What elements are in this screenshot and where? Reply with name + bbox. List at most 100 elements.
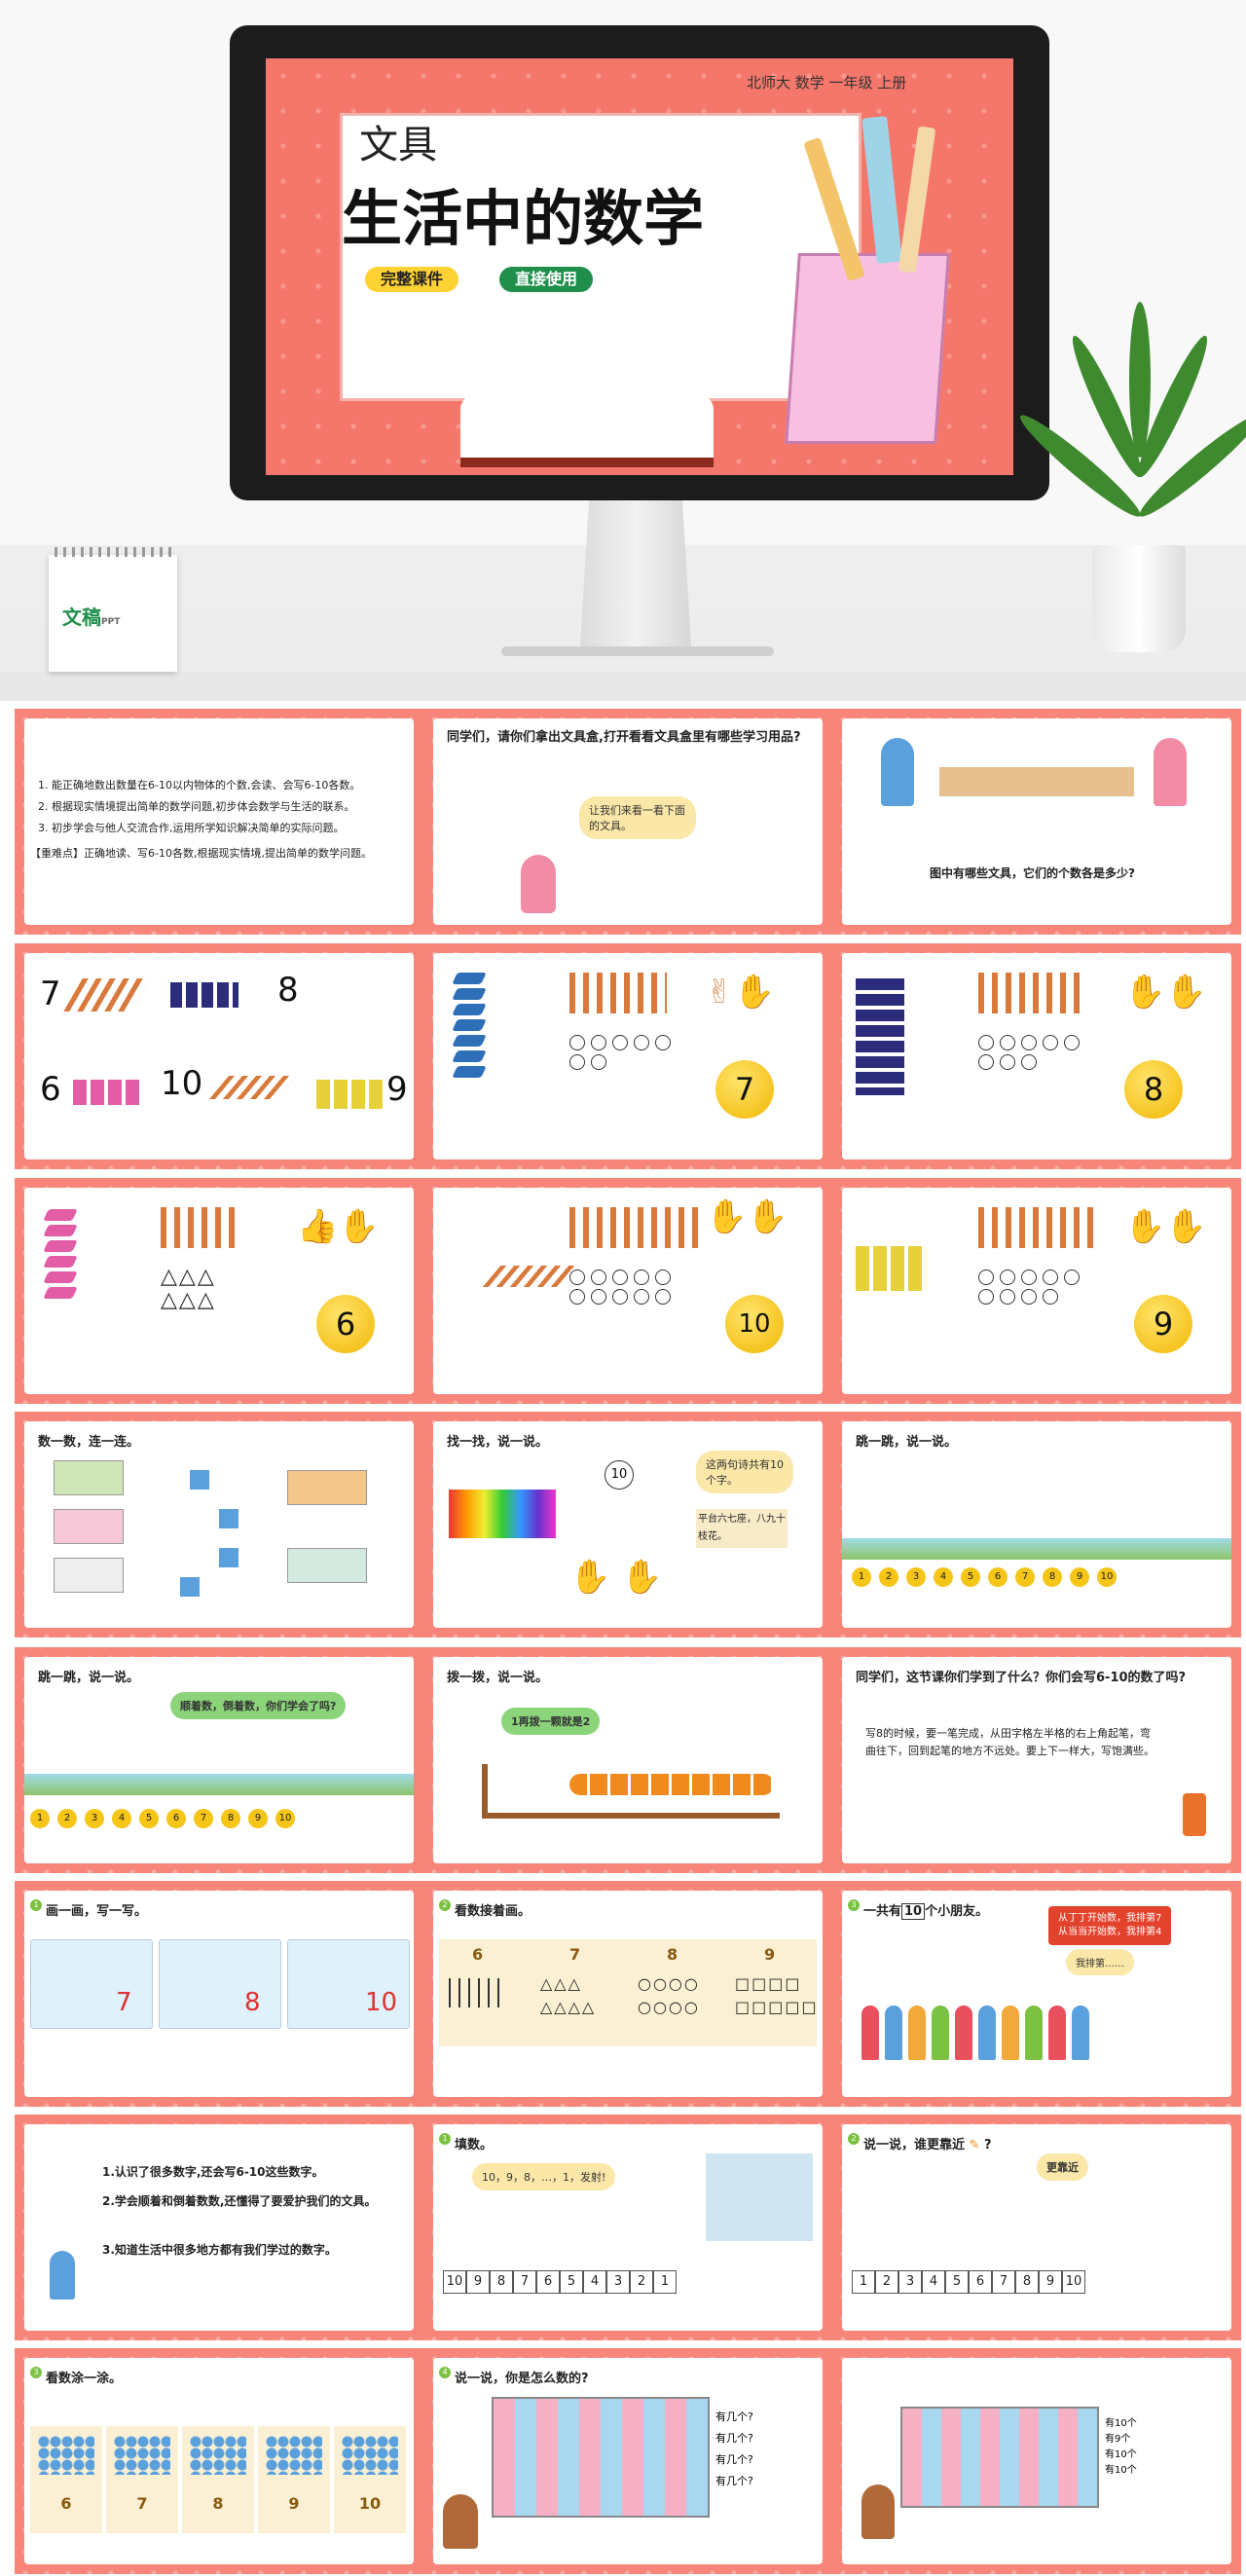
number-coin: 8 bbox=[1124, 1060, 1183, 1119]
number-coin: 6 bbox=[166, 1809, 186, 1828]
slide-scene: 图中有哪些文具，它们的个数各是多少? bbox=[832, 709, 1241, 935]
number-label: 9 bbox=[386, 1070, 408, 1109]
number-coin: 9 bbox=[1134, 1295, 1192, 1353]
answer-item: 有10个 bbox=[1105, 2449, 1137, 2460]
slide-stationery-counts: 7 8 6 10 9 bbox=[15, 943, 423, 1169]
slide-how-counted-answers: 有10个 有9个 有10个 有10个 bbox=[832, 2348, 1241, 2574]
exercise-panel bbox=[159, 1939, 281, 2029]
slide-count-6: △△△△△△ 👍✋ 6 bbox=[15, 1178, 423, 1404]
sticks-bundle bbox=[482, 1266, 579, 1287]
number-coin: 4 bbox=[934, 1567, 953, 1587]
cover-hero: 北师大 数学 一年级 上册 文具 生活中的数学 完整课件 直接使用 文稿PPT bbox=[0, 0, 1246, 701]
slide-find-and-say: 找一找，说一说。 10 ✋ ✋ 这两句诗共有10个字。 平台六七座，八九十枝花。 bbox=[423, 1412, 832, 1638]
slide-abacus: 拨一拨，说一说。 1再拨一颗就是2 bbox=[423, 1647, 832, 1873]
number-coin: 7 bbox=[715, 1060, 774, 1119]
answer-item: 有10个 bbox=[1105, 2465, 1137, 2476]
desk-calendar: 文稿PPT bbox=[49, 547, 177, 672]
grass-strip bbox=[24, 1774, 414, 1795]
number-box: 8 bbox=[490, 2270, 513, 2294]
counting-circles bbox=[978, 1035, 1081, 1070]
slide-objectives: 1. 能正确地数出数量在6-10以内物体的个数,会读、会写6-10各数。 2. … bbox=[15, 709, 423, 935]
pencil-character bbox=[1183, 1793, 1206, 1836]
sharpeners-group bbox=[170, 982, 238, 1008]
girl-character bbox=[521, 855, 556, 913]
counting-sticks bbox=[569, 973, 667, 1013]
objective-3: 3. 初步学会与他人交流合作,运用所学知识解决简单的实际问题。 bbox=[38, 822, 345, 834]
slide-heading: 填数。 bbox=[455, 2138, 494, 2153]
question-list: 有几个?有几个?有几个?有几个? bbox=[715, 2407, 753, 2492]
number-coin: 3 bbox=[85, 1809, 104, 1828]
picture-card bbox=[54, 1509, 124, 1544]
grade-label: 北师大 数学 一年级 上册 bbox=[747, 74, 907, 92]
desk-surface bbox=[0, 672, 1246, 701]
summary-2: 2.学会顺着和倒着数数,还懂得了要爱护我们的文具。 bbox=[102, 2194, 377, 2208]
plant-pot bbox=[1092, 545, 1186, 652]
counting-circles bbox=[569, 1270, 673, 1305]
slide-heading: 跳一跳，说一说。 bbox=[38, 1671, 140, 1685]
hand-gesture-icon: 👍✋ bbox=[297, 1207, 380, 1246]
brand-logo: 文稿PPT bbox=[62, 606, 121, 629]
monkey-character bbox=[443, 2494, 478, 2549]
card-number: 6 bbox=[60, 2494, 72, 2513]
number-label: 10 bbox=[161, 1064, 203, 1103]
number-box: 10 bbox=[443, 2270, 466, 2294]
speech-bubble: 这两句诗共有10个字。 bbox=[696, 1451, 793, 1493]
number-coin: 4 bbox=[112, 1809, 131, 1828]
number-coin: 3 bbox=[906, 1567, 926, 1587]
counting-circles bbox=[978, 1270, 1081, 1305]
shape-grid bbox=[900, 2407, 1099, 2508]
pencils-stack bbox=[452, 973, 487, 1078]
carrot-icon: ✎ bbox=[969, 2138, 980, 2153]
answer-item: 有9个 bbox=[1105, 2434, 1131, 2445]
color-card: 6 bbox=[30, 2426, 102, 2533]
number-coin: 9 bbox=[248, 1809, 268, 1828]
speech-bubble: 1再拨一颗就是2 bbox=[501, 1708, 601, 1735]
target-number: 9 bbox=[764, 1945, 776, 1964]
color-card: 7 bbox=[106, 2426, 178, 2533]
number-box: 4 bbox=[922, 2270, 945, 2294]
shape-grid bbox=[492, 2397, 710, 2518]
answer-list: 有10个 有9个 有10个 有10个 bbox=[1105, 2416, 1137, 2479]
slide-count-and-match: 数一数，连一连。 bbox=[15, 1412, 423, 1638]
color-card: 8 bbox=[182, 2426, 254, 2533]
slide-count-10: ✋✋ 10 bbox=[423, 1178, 832, 1404]
number-coin: 1 bbox=[30, 1809, 50, 1828]
drawn-lines bbox=[449, 1978, 507, 2007]
poem-scroll: 平台六七座，八九十枝花。 bbox=[696, 1509, 788, 1548]
objective-1: 1. 能正确地数出数量在6-10以内物体的个数,会读、会写6-10各数。 bbox=[38, 779, 361, 791]
number-coin: 5 bbox=[961, 1567, 980, 1587]
slide-heading: 同学们，请你们拿出文具盒,打开看看文具盒里有哪些学习用品? bbox=[447, 730, 801, 745]
summary-3: 3.知道生活中很多地方都有我们学过的数字。 bbox=[102, 2243, 337, 2257]
slide-count-9: ✋✋ 9 bbox=[832, 1178, 1241, 1404]
total-count: 10 bbox=[605, 1460, 634, 1490]
number-box: 9 bbox=[1039, 2270, 1062, 2294]
number-square bbox=[219, 1548, 238, 1567]
slide-heading: 看数涂一涂。 bbox=[46, 2372, 123, 2386]
abacus-beads bbox=[569, 1774, 774, 1795]
slide-heading: 画一画，写一写。 bbox=[46, 1904, 148, 1919]
picture-card bbox=[54, 1460, 124, 1495]
card-number: 8 bbox=[212, 2494, 224, 2513]
drawn-squares: □□□□□□□□□ bbox=[735, 1974, 819, 2016]
card-number: 9 bbox=[288, 2494, 300, 2513]
number-box: 7 bbox=[992, 2270, 1015, 2294]
boy-character bbox=[881, 738, 914, 806]
number-square bbox=[190, 1470, 209, 1490]
markers-box bbox=[449, 1490, 556, 1538]
number-coin: 10 bbox=[275, 1809, 295, 1828]
slide-heading: 说一说，谁更靠近 ✎ ? bbox=[863, 2138, 992, 2153]
number-coin: 2 bbox=[57, 1809, 77, 1828]
counting-sticks bbox=[978, 973, 1085, 1013]
speech-bubble: 我排第…… bbox=[1066, 1949, 1134, 1975]
target-number: 8 bbox=[667, 1945, 678, 1964]
slide-lesson-summary: 1.认识了很多数字,还会写6-10这些数字。 2.学会顺着和倒着数数,还懂得了要… bbox=[15, 2115, 423, 2340]
boy-character bbox=[50, 2251, 75, 2300]
monitor-base bbox=[501, 646, 774, 656]
